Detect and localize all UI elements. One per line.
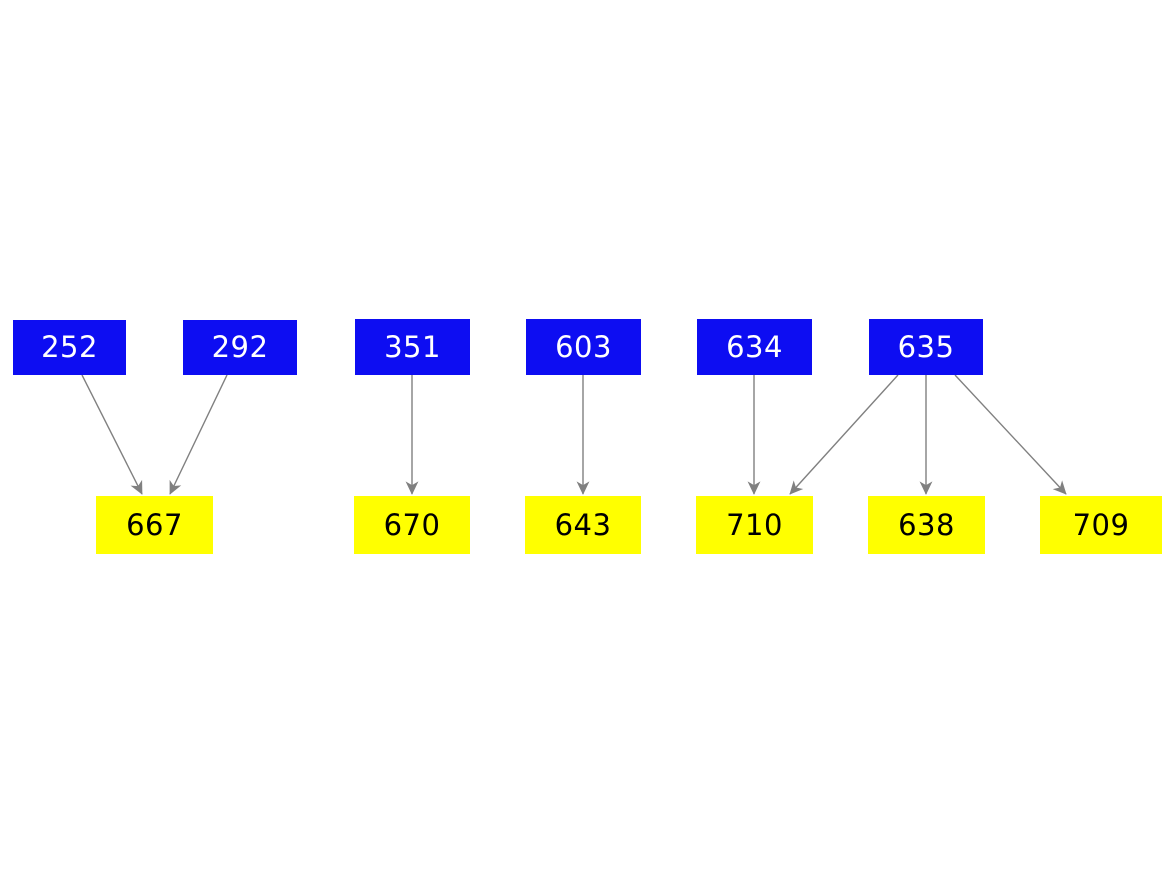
node-label: 635: [897, 329, 955, 364]
node-label: 634: [726, 329, 783, 364]
node-638[interactable]: 638: [868, 496, 985, 554]
node-710[interactable]: 710: [696, 496, 813, 554]
node-label: 603: [555, 329, 612, 364]
node-label: 638: [898, 507, 955, 542]
node-709[interactable]: 709: [1040, 496, 1162, 554]
edge-292-to-667: [169, 374, 228, 495]
node-351[interactable]: 351: [355, 319, 470, 375]
node-label: 292: [211, 330, 269, 364]
node-label: 667: [126, 507, 183, 542]
node-667[interactable]: 667: [96, 496, 213, 554]
node-252[interactable]: 252: [13, 320, 126, 375]
node-label: 643: [554, 507, 612, 542]
node-label: 351: [384, 329, 441, 364]
node-643[interactable]: 643: [525, 496, 641, 554]
edge-635-to-710: [789, 374, 899, 495]
node-label: 709: [1072, 507, 1130, 542]
node-292[interactable]: 292: [183, 320, 297, 375]
node-label: 710: [726, 507, 783, 542]
node-634[interactable]: 634: [697, 319, 812, 375]
node-label: 252: [41, 330, 98, 364]
edges: [81, 374, 1067, 495]
node-670[interactable]: 670: [354, 496, 470, 554]
edge-635-to-709: [954, 374, 1067, 495]
node-635[interactable]: 635: [869, 319, 983, 375]
node-603[interactable]: 603: [526, 319, 641, 375]
node-label: 670: [383, 507, 441, 542]
edge-252-to-667: [81, 374, 143, 495]
